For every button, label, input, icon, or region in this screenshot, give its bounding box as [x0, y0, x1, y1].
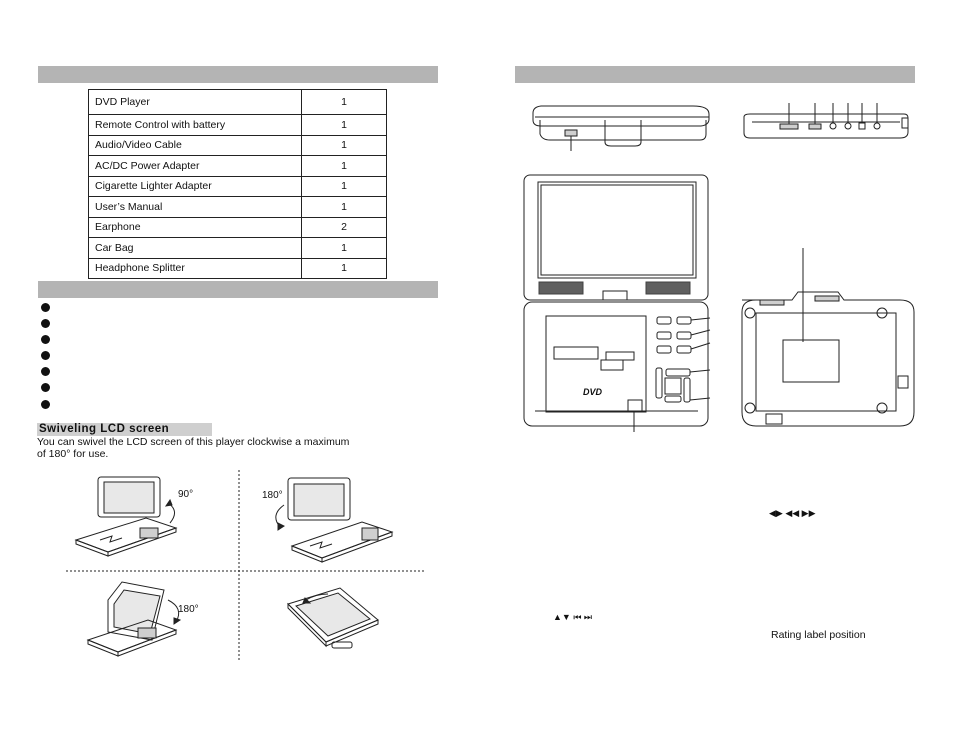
bullet-icon: [41, 319, 50, 329]
left-section-header-bar: [38, 66, 438, 83]
packing-item-name: User’s Manual: [88, 196, 302, 218]
bullet-icon: [41, 335, 50, 345]
side-ports-view: [743, 103, 909, 139]
swivel-figure-90: [74, 476, 178, 557]
rating-label-position: Rating label position: [771, 629, 866, 641]
front-edge-view: [532, 105, 710, 151]
symbols-skip-row-right: ◀▶ ◀◀ ▶▶: [769, 508, 816, 518]
right-section-header-bar: [515, 66, 915, 83]
packing-item-name: Cigarette Lighter Adapter: [88, 175, 302, 197]
packing-item-name: Headphone Splitter: [88, 257, 302, 279]
swivel-figure-180-bottom: [86, 581, 182, 657]
open-player-base: [523, 301, 711, 432]
open-player-screen: [523, 174, 709, 301]
swivel-figure-folded: [287, 587, 379, 649]
bullet-icon: [41, 367, 50, 377]
packing-item-qty: 1: [301, 89, 387, 115]
swivel-title: Swiveling LCD screen: [37, 423, 212, 436]
dvd-logo: DVD: [583, 387, 603, 397]
feature-bullets: [41, 303, 50, 416]
angle-label-180-bottom: 180°: [178, 604, 199, 615]
bullet-icon: [41, 351, 50, 361]
bullet-icon: [41, 383, 50, 393]
angle-label-180-left: 180°: [262, 490, 283, 501]
bullet-icon: [41, 399, 50, 409]
left-section-header-bar-2: [38, 281, 438, 298]
swivel-description: You can swivel the LCD screen of this pl…: [37, 436, 350, 460]
symbols-nav-row-bottom: ▲▼ ⏮ ⏭: [553, 612, 593, 622]
angle-label-90: 90°: [178, 489, 194, 500]
packing-item-qty: 1: [301, 257, 387, 279]
swivel-figure-180-left: [275, 477, 394, 563]
bottom-view: [741, 248, 915, 427]
bullet-icon: [41, 303, 50, 312]
packing-item-name: DVD Player: [88, 89, 302, 115]
